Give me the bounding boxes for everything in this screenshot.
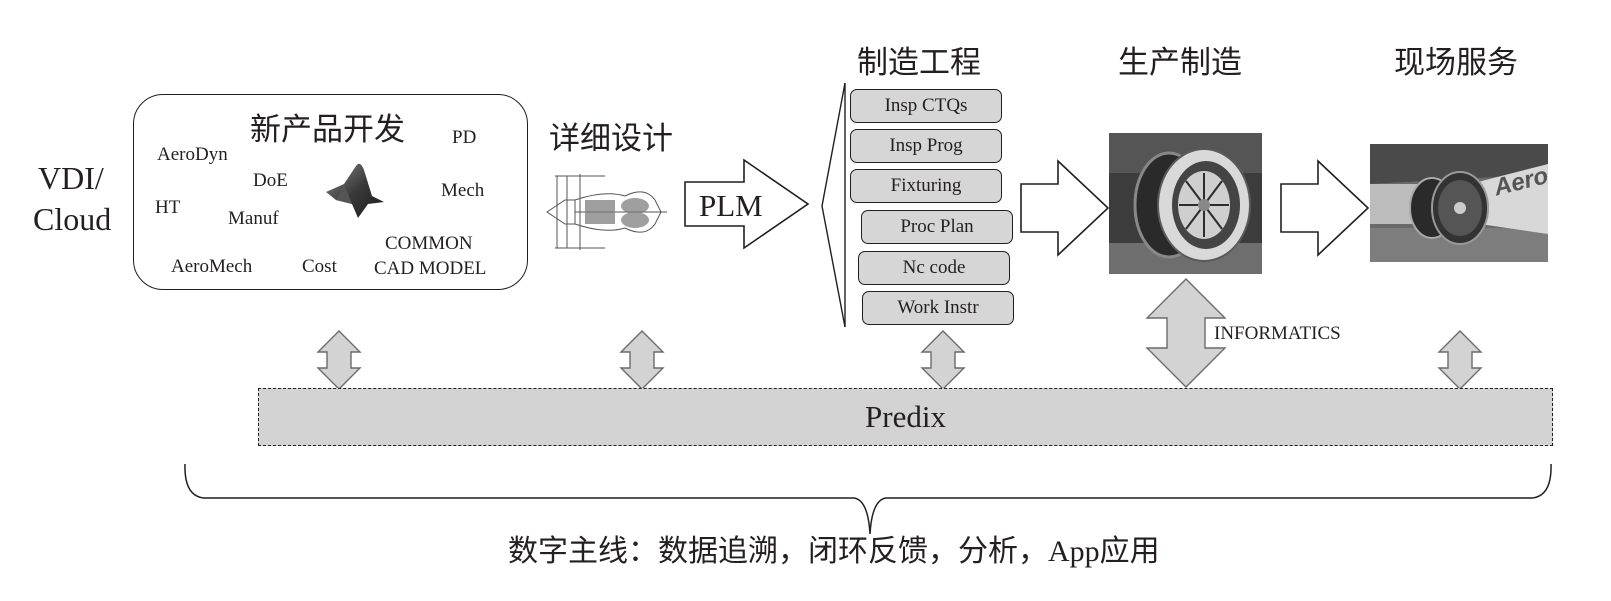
new-product-development-box — [133, 94, 528, 290]
bidirectional-arrow-npd — [316, 330, 362, 390]
field-service-title: 现场服务 — [1394, 45, 1518, 80]
tag-cad-model: CAD MODEL — [374, 258, 487, 279]
tag-aeromech: AeroMech — [171, 256, 253, 277]
hangar-engine-photo: Aero — [1370, 144, 1551, 262]
item-proc-plan: Proc Plan — [861, 210, 1013, 244]
engine-assembly-photo — [1109, 133, 1262, 274]
tag-pd: PD — [452, 127, 477, 148]
arrow-to-production — [1020, 159, 1110, 257]
surface-peak-icon — [326, 163, 384, 218]
tag-mech: Mech — [441, 180, 485, 201]
tag-ht: HT — [155, 197, 181, 218]
bracket-left — [821, 82, 846, 328]
tag-doe: DoE — [253, 170, 288, 191]
plm-label: PLM — [699, 188, 763, 223]
tag-aerodyn: AeroDyn — [157, 144, 228, 165]
plm-arrow — [684, 158, 810, 250]
item-fixturing: Fixturing — [850, 169, 1002, 203]
item-insp-ctqs: Insp CTQs — [850, 89, 1002, 123]
detail-design-title: 详细设计 — [549, 121, 673, 156]
npd-title: 新产品开发 — [250, 112, 405, 147]
digital-thread-brace — [184, 463, 1552, 535]
digital-thread-caption: 数字主线：数据追溯，闭环反馈，分析，App应用 — [508, 535, 1160, 568]
item-work-instr: Work Instr — [862, 291, 1014, 325]
cloud-label: Cloud — [33, 201, 112, 237]
informatics-arrow — [1145, 278, 1227, 388]
arrow-to-field-service — [1280, 159, 1370, 257]
informatics-label: INFORMATICS — [1214, 323, 1341, 344]
production-title: 生产制造 — [1118, 45, 1242, 80]
bidirectional-arrow-detail-design — [619, 330, 665, 390]
manufacturing-engineering-title: 制造工程 — [857, 45, 981, 80]
vdi-label: VDI/ — [38, 160, 104, 196]
tag-manuf: Manuf — [228, 208, 279, 229]
tag-common: COMMON — [385, 233, 473, 254]
engine-cutaway-drawing — [546, 174, 667, 250]
item-nc-code: Nc code — [858, 251, 1010, 285]
predix-platform-bar: Predix — [258, 388, 1553, 446]
item-insp-prog: Insp Prog — [850, 129, 1002, 163]
bidirectional-arrow-field-service — [1437, 330, 1483, 390]
tag-cost: Cost — [302, 256, 337, 277]
predix-label: Predix — [865, 399, 946, 434]
bidirectional-arrow-manufacturing — [920, 330, 966, 390]
